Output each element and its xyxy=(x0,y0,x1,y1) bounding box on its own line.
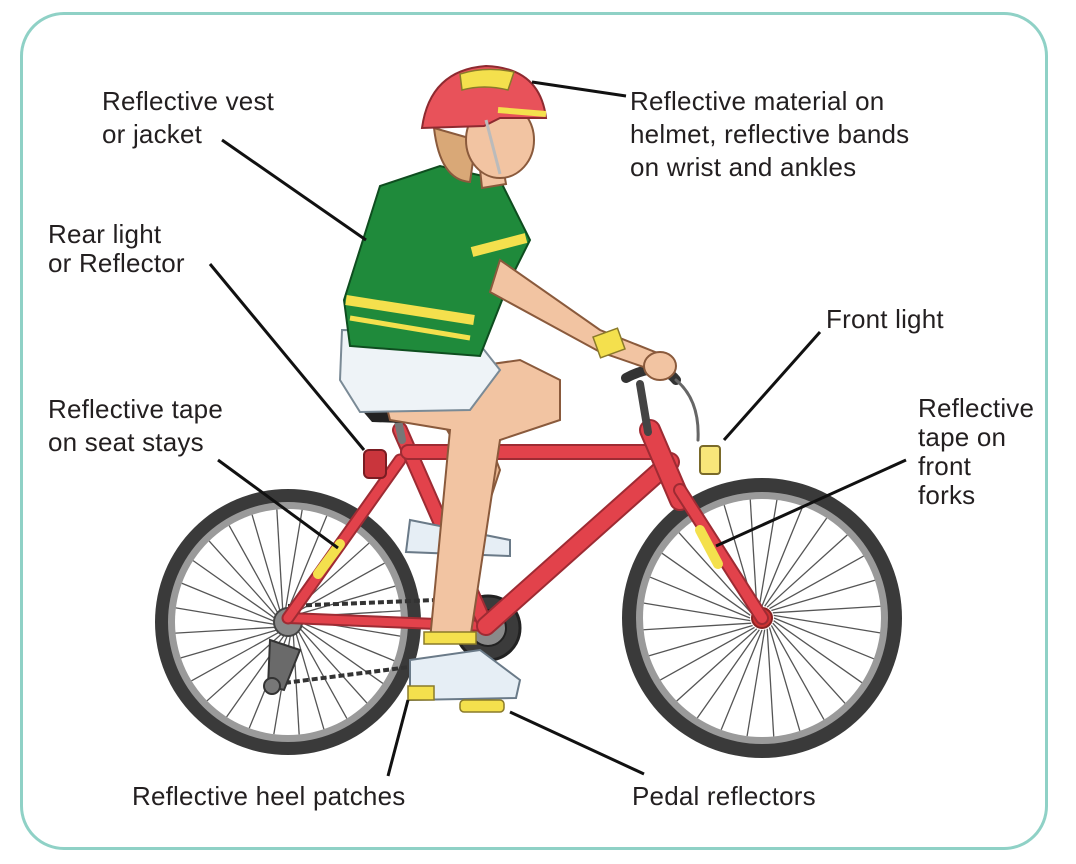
spoke xyxy=(276,509,284,612)
leader-rear-light xyxy=(208,263,366,451)
rider xyxy=(338,64,677,713)
spoke xyxy=(749,499,758,608)
label-rear-light: Rear light or Reflector xyxy=(48,219,185,278)
spoke xyxy=(287,515,328,611)
label-pedal: Pedal reflectors xyxy=(632,781,816,811)
spoke xyxy=(772,622,846,704)
spoke xyxy=(661,552,751,616)
spoke xyxy=(643,622,752,631)
rear-reflector xyxy=(363,449,387,479)
spoke xyxy=(180,628,279,659)
spoke xyxy=(772,605,881,614)
spoke xyxy=(720,629,763,731)
label-front-light: Front light xyxy=(826,304,944,334)
spoke xyxy=(764,517,828,607)
leader-vest xyxy=(221,138,367,242)
label-seat-stays: Reflective tape on seat stays xyxy=(48,394,223,457)
spoke xyxy=(773,614,881,634)
leader-pedal xyxy=(509,710,645,776)
reflective-tape xyxy=(313,525,723,579)
spoke xyxy=(771,579,876,612)
spoke xyxy=(770,625,825,720)
spoke xyxy=(175,626,278,634)
spoke xyxy=(294,631,325,730)
leader-front-light xyxy=(722,331,822,441)
spoke xyxy=(773,617,875,660)
spoke xyxy=(191,630,281,682)
spoke xyxy=(175,607,277,626)
spoke xyxy=(676,628,758,702)
spoke xyxy=(766,534,848,608)
spoke xyxy=(696,629,760,719)
spoke xyxy=(649,576,751,619)
spoke xyxy=(299,621,395,662)
leader-lines xyxy=(208,80,907,777)
spoke xyxy=(678,532,752,614)
spoke xyxy=(768,627,801,732)
spoke xyxy=(758,499,778,607)
leader-front-forks xyxy=(715,458,907,548)
front-light xyxy=(699,445,721,475)
leader-seat-stays xyxy=(217,458,339,550)
label-vest: Reflective vest or jacket xyxy=(102,86,275,149)
leader-heel xyxy=(386,699,410,777)
spoke xyxy=(298,626,368,704)
label-helmet: Reflective material on helmet, reflectiv… xyxy=(630,86,910,182)
spoke xyxy=(761,505,804,607)
label-heel: Reflective heel patches xyxy=(132,781,406,811)
spoke xyxy=(648,624,753,657)
spoke xyxy=(228,525,280,615)
spoke xyxy=(208,540,278,618)
spoke xyxy=(643,602,751,622)
spoke xyxy=(192,560,277,620)
spoke xyxy=(296,629,348,719)
spoke xyxy=(297,585,396,616)
label-front-forks: Reflective tape on front forks xyxy=(918,393,1035,510)
spoke xyxy=(181,582,277,623)
leader-helmet xyxy=(531,80,627,98)
spoke xyxy=(251,514,282,613)
spoke xyxy=(660,626,755,681)
spoke xyxy=(766,628,775,737)
spoke xyxy=(746,629,766,737)
spoke xyxy=(284,509,303,611)
spoke xyxy=(769,555,864,610)
spoke xyxy=(773,620,863,684)
